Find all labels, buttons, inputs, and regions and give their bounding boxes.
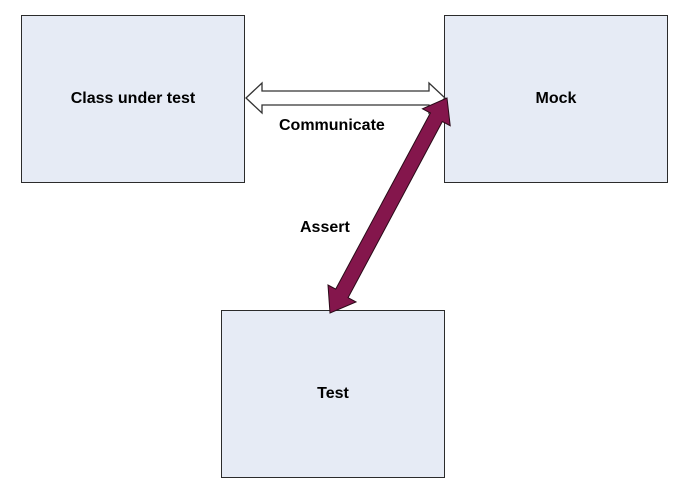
communicate-label: Communicate xyxy=(279,117,385,134)
communicate-arrow xyxy=(245,81,446,115)
assert-label: Assert xyxy=(300,219,350,236)
test-label: Test xyxy=(317,385,349,402)
assert-arrow xyxy=(327,97,451,314)
mock-label: Mock xyxy=(535,90,577,107)
test-box: Test xyxy=(221,310,445,478)
class-under-test-box: Class under test xyxy=(21,15,245,183)
class-under-test-label: Class under test xyxy=(70,90,196,107)
